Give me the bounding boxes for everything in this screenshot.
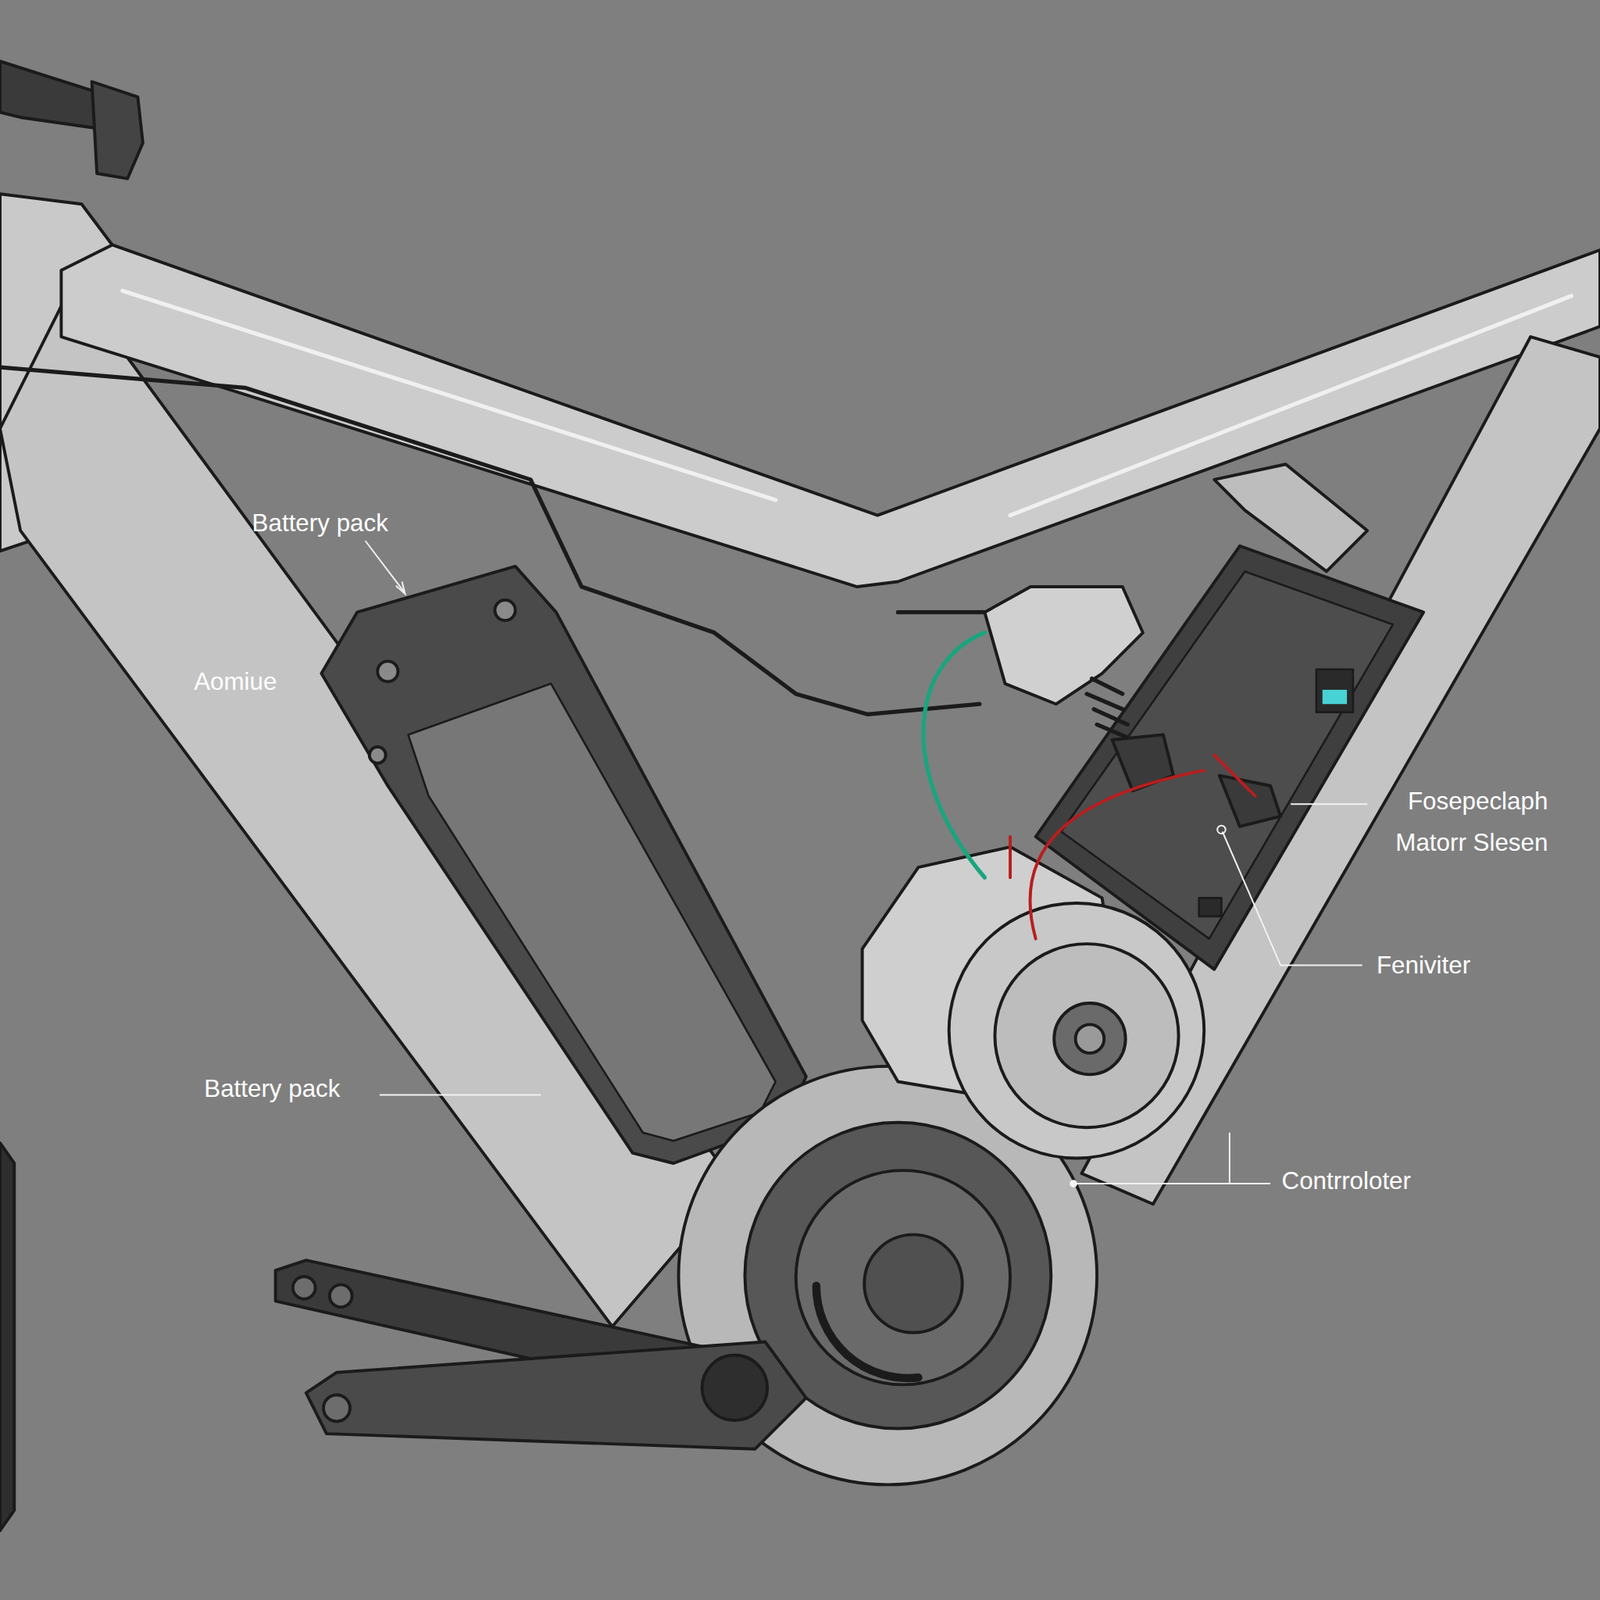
stem — [92, 81, 143, 179]
leader-dot — [1217, 825, 1225, 834]
pedal-hole — [323, 1394, 350, 1422]
side-motor — [949, 903, 1205, 1159]
leader-line — [1290, 803, 1368, 805]
leader-line — [1222, 831, 1363, 965]
crank-bolt — [702, 1355, 768, 1422]
red-wire — [1214, 755, 1255, 797]
bolt — [377, 660, 398, 682]
part-label: Feniviter — [1376, 944, 1550, 986]
part-label: Contrroloter — [1281, 1160, 1506, 1202]
red-wire — [1029, 770, 1204, 940]
cable — [0, 367, 980, 715]
side-motor-hub — [1075, 1024, 1105, 1054]
top-tube — [60, 244, 1600, 587]
motor-groove — [816, 1285, 919, 1379]
leader-arrow — [396, 581, 406, 594]
battery-pack — [321, 566, 806, 1164]
spring — [1086, 678, 1133, 740]
side-motor-hub — [1053, 1003, 1125, 1075]
crank-arm — [306, 1342, 807, 1450]
part-label: Battery pack — [252, 503, 477, 545]
bolt — [369, 746, 386, 764]
part-label: Fosepeclaph Matorr Slesen — [1352, 780, 1549, 865]
part-label: Aomiue — [193, 660, 337, 703]
leader-dot — [1070, 1180, 1077, 1187]
actuator — [984, 586, 1143, 704]
motor-ring — [796, 1170, 1011, 1385]
leader-line — [1073, 1132, 1271, 1184]
plug — [1219, 775, 1281, 827]
bolt — [494, 600, 515, 621]
leader-line — [365, 540, 405, 592]
motor-hub — [864, 1234, 962, 1333]
part-label: Battery pack — [203, 1068, 429, 1111]
tire — [0, 1142, 15, 1531]
leader-line — [379, 1093, 541, 1096]
red-wire — [1008, 836, 1012, 878]
side-motor-ring — [994, 943, 1179, 1128]
connector — [1112, 734, 1174, 791]
green-wire — [923, 632, 985, 878]
pedal-hole — [329, 1284, 353, 1308]
port — [1199, 897, 1222, 917]
battery-face — [407, 683, 775, 1141]
tube-highlight — [122, 290, 1572, 515]
pedal-hole — [292, 1276, 316, 1300]
display-light — [1322, 689, 1347, 704]
cable — [897, 610, 985, 615]
display-screen — [1316, 669, 1354, 713]
